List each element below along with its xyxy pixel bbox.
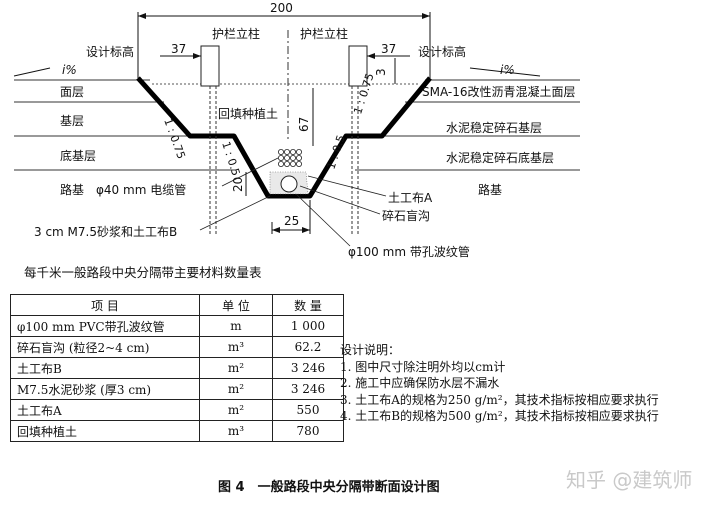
note-item: 3. 土工布A的规格为250 g/m²，其技术指标按相应要求执行 — [340, 392, 659, 407]
perforated-pipe — [280, 175, 298, 193]
cell-item: M7.5水泥砂浆 (厚3 cm) — [10, 378, 200, 400]
leader-lines — [199, 157, 387, 247]
cell-quantity: 550 — [272, 399, 344, 421]
figure-caption: 图 4 一般路段中央分隔带断面设计图 — [218, 480, 440, 495]
materials-table: 项 目 单 位 数 量 φ100 mm PVC带孔波纹管 m 1 000 碎石盲… — [10, 294, 344, 442]
cell-unit: m² — [199, 378, 273, 400]
col-item: 项 目 — [10, 294, 200, 316]
table-title: 每千米一般路段中央分隔带主要材料数量表 — [24, 265, 262, 280]
dim-left-offset: 37 — [171, 42, 186, 56]
cell-unit: m² — [199, 399, 273, 421]
cell-quantity: 3 246 — [272, 378, 344, 400]
table-header-row: 项 目 单 位 数 量 — [10, 294, 344, 316]
label-subbase: 底基层 — [60, 148, 96, 163]
cell-unit: m² — [199, 357, 273, 379]
table-row: 碎石盲沟 (粒径2~4 cm) m³ 62.2 — [10, 336, 344, 358]
note-item: 1. 图中尺寸除注明外均以cm计 — [340, 359, 506, 374]
cell-quantity: 3 246 — [272, 357, 344, 379]
table-row: 土工布A m² 550 — [10, 399, 344, 421]
cell-unit: m³ — [199, 420, 273, 442]
label-roadbed-right: 路基 — [478, 182, 502, 197]
layer-lines — [14, 79, 580, 171]
dim-20: 20 — [231, 177, 245, 192]
label-cement-subbase: 水泥稳定碎石底基层 — [446, 150, 554, 165]
label-backfill: 回填种植土 — [218, 106, 278, 121]
label-surface: 面层 — [60, 85, 84, 99]
col-unit: 单 位 — [199, 294, 273, 316]
cable-ducts — [277, 148, 302, 167]
dim-67: 67 — [297, 117, 311, 132]
cell-item: 土工布A — [10, 399, 200, 421]
cell-item: 回填种植土 — [10, 420, 200, 442]
cell-item: 碎石盲沟 (粒径2~4 cm) — [10, 336, 200, 358]
cell-quantity: 1 000 — [272, 315, 344, 337]
label-design-elev-left: 设计标高 — [86, 44, 134, 59]
label-sma: SMA-16改性沥青混凝土面层 — [422, 84, 576, 99]
cell-quantity: 62.2 — [272, 336, 344, 358]
label-cement-base: 水泥稳定碎石基层 — [446, 120, 542, 135]
cell-unit: m³ — [199, 336, 273, 358]
design-notes: 设计说明： 1. 图中尺寸除注明外均以cm计 2. 施工中应确保防水层不漏水 3… — [340, 342, 659, 425]
label-grade-left: i% — [62, 63, 77, 77]
label-design-elev-right: 设计标高 — [418, 44, 466, 59]
median-section-drawing: 200 37 37 3 67 20 25 1 : 0.75 1 : 0.75 1… — [13, 1, 580, 259]
watermark: 知乎 @建筑师 — [566, 468, 693, 492]
label-guardrail-right: 护栏立柱 — [300, 26, 348, 41]
table-row: 土工布B m² 3 246 — [10, 357, 344, 379]
table-row: 回填种植土 m³ 780 — [10, 420, 344, 442]
label-geotextile-a: 土工布A — [388, 191, 433, 205]
dim-25: 25 — [284, 214, 299, 228]
label-pipe: φ100 mm 带孔波纹管 — [348, 244, 470, 259]
dim-total: 200 — [270, 1, 293, 15]
cell-unit: m — [199, 315, 273, 337]
guardrail-post-left — [200, 45, 220, 87]
label-base: 基层 — [60, 114, 84, 128]
label-grade-right: i% — [500, 63, 515, 77]
grade-arrows — [13, 67, 541, 77]
cell-item: φ100 mm PVC带孔波纹管 — [10, 315, 200, 337]
cell-item: 土工布B — [10, 357, 200, 379]
table-row: φ100 mm PVC带孔波纹管 m 1 000 — [10, 315, 344, 337]
label-roadbed-left: 路基 — [60, 182, 84, 197]
dimension-arrows — [138, 13, 430, 233]
dim-3: 3 — [374, 68, 388, 76]
label-guardrail-left: 护栏立柱 — [212, 26, 260, 41]
col-quantity: 数 量 — [272, 294, 344, 316]
table-row: M7.5水泥砂浆 (厚3 cm) m² 3 246 — [10, 378, 344, 400]
slope-lower-right: 1 : 0.5 — [324, 133, 347, 170]
label-gravel-drain: 碎石盲沟 — [382, 208, 430, 223]
note-item: 4. 土工布B的规格为500 g/m²，其技术指标按相应要求执行 — [340, 409, 659, 423]
cell-quantity: 780 — [272, 420, 344, 442]
waterproof-trench-outline — [136, 76, 432, 199]
note-item: 2. 施工中应确保防水层不漏水 — [340, 376, 500, 390]
label-mortar: 3 cm M7.5砂浆和土工布B — [34, 224, 177, 239]
label-cable: φ40 mm 电缆管 — [96, 182, 186, 197]
notes-title: 设计说明： — [340, 343, 401, 357]
dim-right-offset: 37 — [381, 42, 396, 56]
slope-upper-left: 1 : 0.75 — [161, 117, 188, 161]
